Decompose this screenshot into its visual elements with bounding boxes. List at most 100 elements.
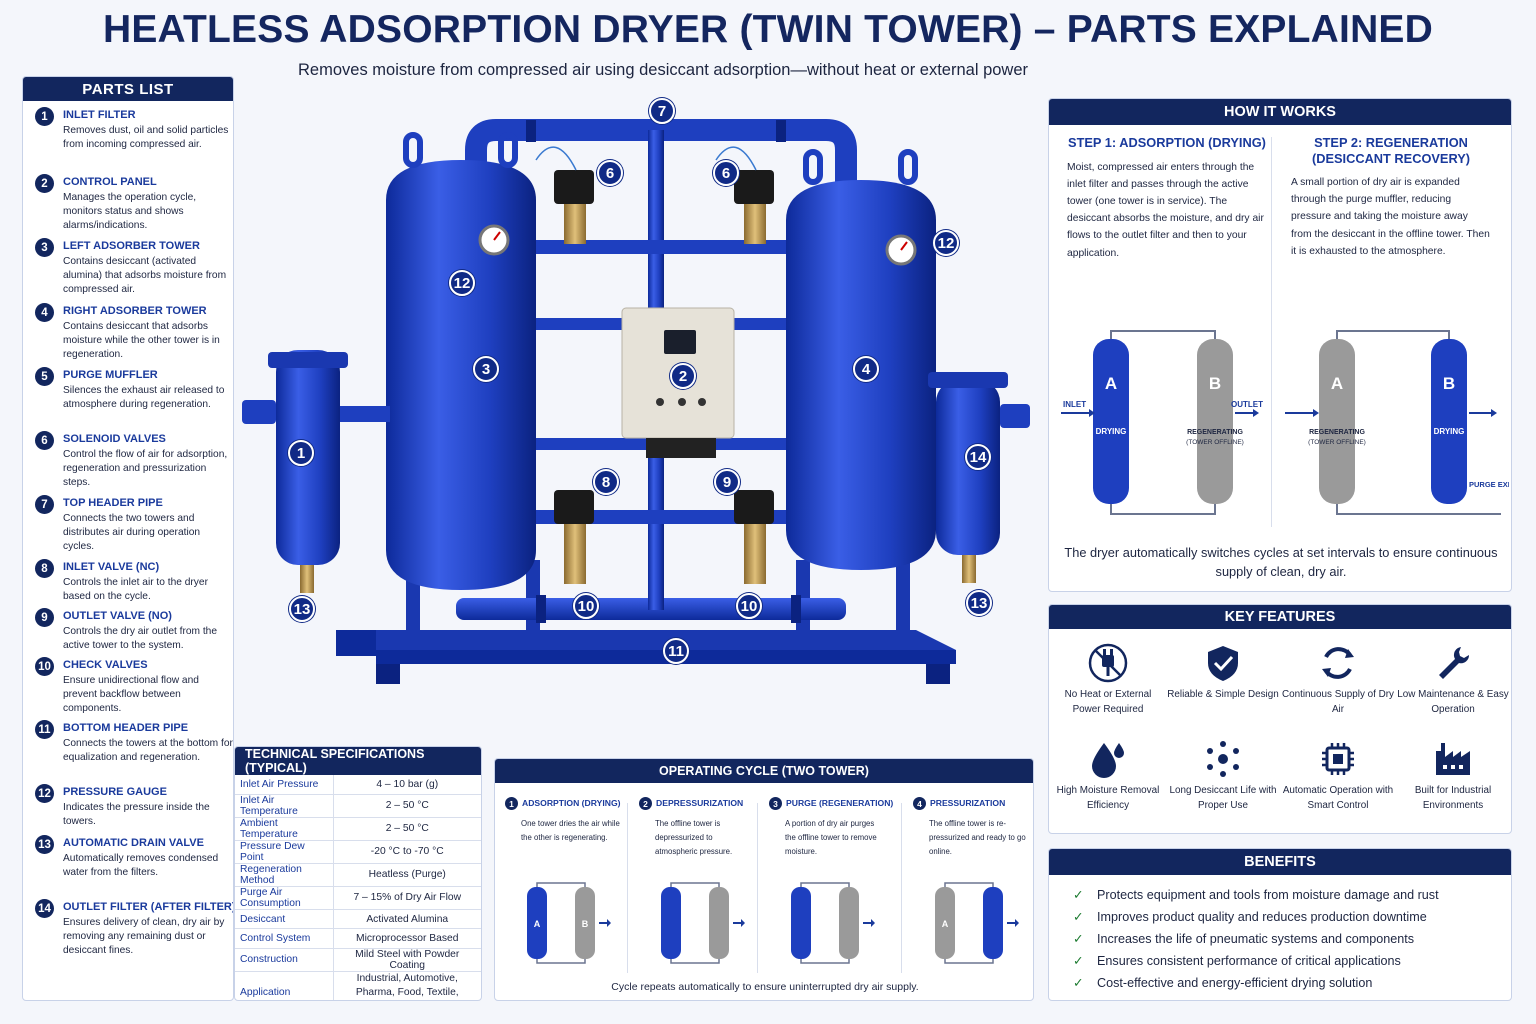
- molecule-icon: [1207, 741, 1239, 777]
- feature-item: Automatic Operation with Smart Control: [1281, 733, 1395, 823]
- pressure-gauges: [478, 224, 917, 266]
- purge-exhaust-label: PURGE EXHAUST: [1469, 480, 1509, 489]
- callout-number: 6: [597, 160, 623, 186]
- benefit-item: ✓ Improves product quality and reduces pr…: [1073, 909, 1427, 924]
- callout-number: 12: [933, 230, 959, 256]
- part-description: Ensures delivery of clean, dry air by re…: [63, 917, 225, 957]
- spec-value: Microprocessor Based: [333, 928, 481, 949]
- part-description: Contains desiccant that adsorbs moisture…: [63, 321, 220, 361]
- callout-number: 13: [966, 590, 992, 616]
- callout-number: 1: [288, 440, 314, 466]
- part-name: AUTOMATIC DRAIN VALVE: [63, 837, 204, 849]
- benefit-text: Ensures consistent performance of critic…: [1097, 954, 1401, 968]
- spec-value: 4 – 10 bar (g): [333, 775, 481, 795]
- part-name: LEFT ADSORBER TOWER: [63, 240, 200, 252]
- part-description: Contains desiccant (activated alumina) t…: [63, 256, 227, 296]
- cycle-step-diagram: A: [935, 882, 1019, 964]
- mini-tower-a-label: A: [534, 919, 541, 929]
- how-diagram-regeneration: A B REGENERATING (TOWER OFFLINE) DRYING …: [1285, 330, 1509, 515]
- how-step-2-title: STEP 2: REGENERATION (DESICCANT RECOVERY…: [1311, 135, 1471, 166]
- how-step-1: STEP 1: ADSORPTION (DRYING) Moist, compr…: [1067, 135, 1267, 262]
- mini-tower-a: [661, 887, 681, 959]
- no-plug-icon: [1088, 643, 1128, 683]
- part-description: Controls the inlet air to the dryer base…: [63, 577, 208, 603]
- part-description: Manages the operation cycle, monitors st…: [63, 192, 197, 232]
- mini-tower-b: [839, 887, 859, 959]
- feature-label: No Heat or External Power Required: [1064, 689, 1152, 715]
- mini-tower-b: [575, 887, 595, 959]
- part-number: 1: [35, 107, 54, 126]
- tower-b-label: B: [1209, 374, 1221, 393]
- spec-key: Desiccant: [235, 909, 334, 930]
- mini-tower-a: [935, 887, 955, 959]
- parts-list-header: PARTS LIST: [23, 77, 233, 101]
- part-number: 12: [35, 784, 54, 803]
- callout-number: 10: [573, 593, 599, 619]
- benefit-text: Improves product quality and reduces pro…: [1097, 910, 1427, 924]
- mini-tower-b: [709, 887, 729, 959]
- callout-number: 14: [965, 444, 991, 470]
- callout-number: 13: [289, 596, 315, 622]
- part-description: Silences the exhaust air released to atm…: [63, 385, 225, 411]
- part-number: 11: [35, 720, 54, 739]
- spec-value: Heatless (Purge): [333, 863, 481, 887]
- part-description: Connects the two towers and distributes …: [63, 513, 201, 553]
- cycle-header: OPERATING CYCLE (TWO TOWER): [495, 759, 1033, 783]
- spec-key: Construction: [235, 948, 334, 972]
- part-name: OUTLET FILTER (AFTER FILTER): [63, 901, 234, 913]
- part-number: 9: [35, 608, 54, 627]
- water-drop-icon: [1092, 743, 1124, 778]
- cycle-step-desc: A portion of dry air purges the offline …: [785, 819, 877, 856]
- cycle-step-number: 1: [505, 797, 518, 810]
- how-step-1-desc: Moist, compressed air enters through the…: [1067, 161, 1264, 259]
- check-icon: ✓: [1073, 976, 1084, 990]
- part-number: 2: [35, 174, 54, 193]
- part-name: RIGHT ADSORBER TOWER: [63, 305, 207, 317]
- tower-a-label: A: [1105, 374, 1117, 393]
- callout-number: 4: [853, 356, 879, 382]
- cycle-step-title: DEPRESSURIZATION: [656, 798, 744, 808]
- page-title: HEATLESS ADSORPTION DRYER (TWIN TOWER) –…: [102, 8, 1434, 51]
- solenoid-valves: [554, 170, 774, 584]
- how-step-1-title: STEP 1: ADSORPTION (DRYING): [1068, 135, 1266, 150]
- outlet-label: OUTLET: [1231, 400, 1263, 409]
- mini-tower-a: [791, 887, 811, 959]
- callout-number: 12: [449, 270, 475, 296]
- part-name: BOTTOM HEADER PIPE: [63, 722, 189, 734]
- how-step-2: STEP 2: REGENERATION (DESICCANT RECOVERY…: [1291, 135, 1491, 260]
- features-header: KEY FEATURES: [1049, 605, 1511, 629]
- benefits-panel: BENEFITS ✓Protects equipment and tools f…: [1048, 848, 1512, 1001]
- part-name: PRESSURE GAUGE: [63, 786, 167, 798]
- part-name: TOP HEADER PIPE: [63, 497, 163, 509]
- tower-b-state-2: DRYING: [1434, 427, 1465, 436]
- cycle-step-desc: The offline tower is re-pressurized and …: [929, 819, 1026, 856]
- part-name: CONTROL PANEL: [63, 176, 157, 188]
- feature-item: Reliable & Simple Design: [1166, 637, 1280, 727]
- part-description: Connects the towers at the bottom for eq…: [63, 738, 233, 764]
- spec-value: Industrial, Automotive, Pharma, Food, Te…: [333, 971, 481, 1000]
- feature-item: High Moisture Removal Efficiency: [1051, 733, 1165, 823]
- check-icon: ✓: [1073, 910, 1084, 924]
- benefit-text: Cost-effective and energy-efficient dryi…: [1097, 976, 1373, 990]
- part-name: PURGE MUFFLER: [63, 369, 158, 381]
- part-number: 5: [35, 367, 54, 386]
- tower-a-label-2: A: [1331, 374, 1343, 393]
- tower-b-shape: [1197, 339, 1233, 504]
- part-description: Removes dust, oil and solid particles fr…: [63, 125, 229, 151]
- callout-number: 9: [714, 469, 740, 495]
- tower-b-state: REGENERATING: [1187, 429, 1243, 436]
- tower-a-offline-shape: [1319, 339, 1355, 504]
- chip-icon: [1322, 743, 1354, 775]
- how-it-works-panel: HOW IT WORKS STEP 1: ADSORPTION (DRYING)…: [1048, 98, 1512, 592]
- feature-label: Long Desiccant Life with Proper Use: [1169, 785, 1277, 811]
